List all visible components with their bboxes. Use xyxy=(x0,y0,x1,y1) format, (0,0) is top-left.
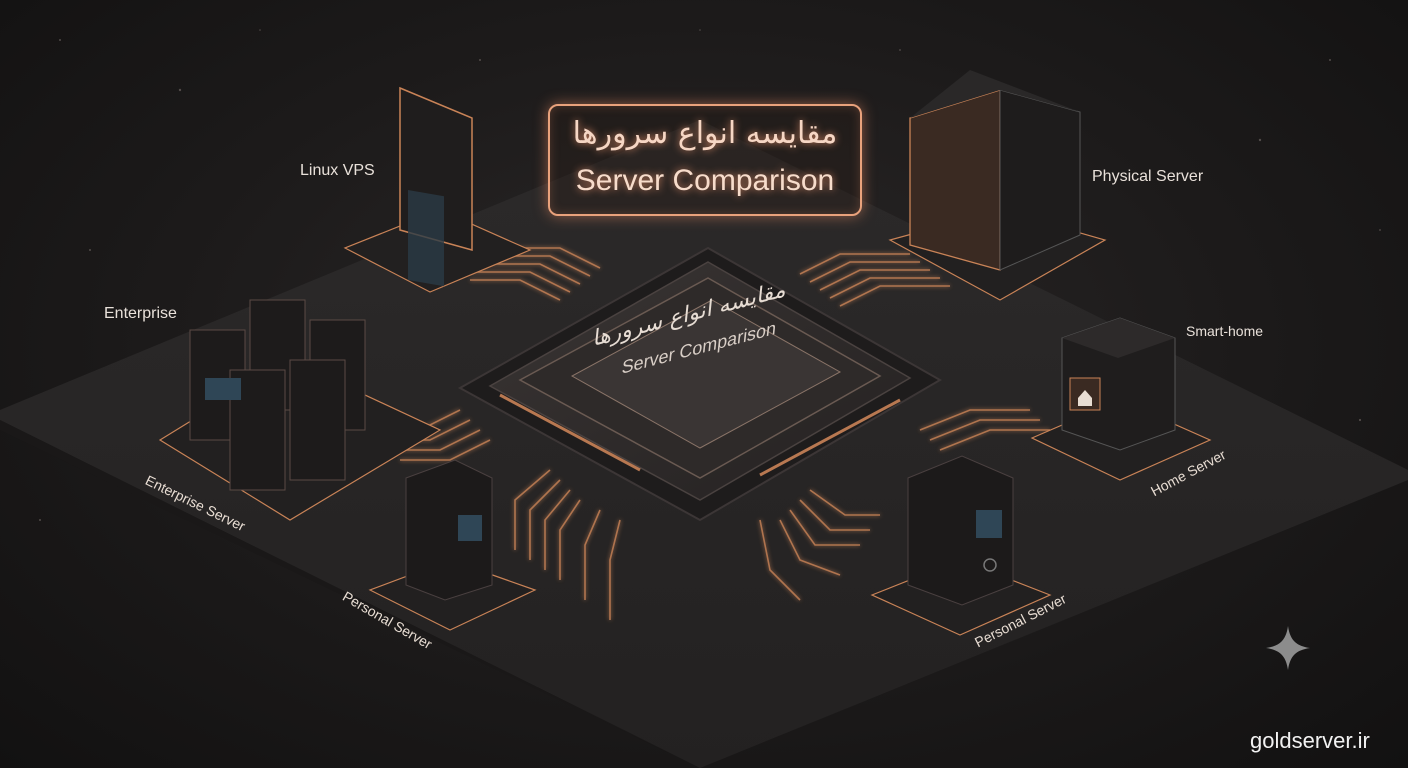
title-box: مقایسه انواع سرورها Server Comparison xyxy=(548,104,862,216)
home-icon xyxy=(1078,390,1092,406)
personal-server-left xyxy=(368,459,537,631)
enterprise-cluster xyxy=(158,299,442,521)
sparkle-icon xyxy=(1266,626,1310,670)
circuit-traces xyxy=(370,247,1050,620)
watermark: goldserver.ir xyxy=(1250,728,1370,753)
label-linux-vps: Linux VPS xyxy=(300,162,375,179)
physical-server-device xyxy=(888,70,1107,301)
smart-home-device xyxy=(1030,317,1212,481)
title-english: Server Comparison xyxy=(575,164,835,197)
label-physical-server: Physical Server xyxy=(1092,168,1204,185)
label-enterprise: Enterprise xyxy=(104,305,177,322)
central-chip xyxy=(457,246,943,522)
title-persian: مقایسه انواع سرورها xyxy=(572,116,838,151)
background-stars xyxy=(39,29,1381,521)
platform-edge xyxy=(0,420,700,768)
label-smart-home: Smart-home xyxy=(1186,323,1264,339)
personal-server-right xyxy=(870,455,1052,636)
linux-vps-device xyxy=(343,86,532,293)
